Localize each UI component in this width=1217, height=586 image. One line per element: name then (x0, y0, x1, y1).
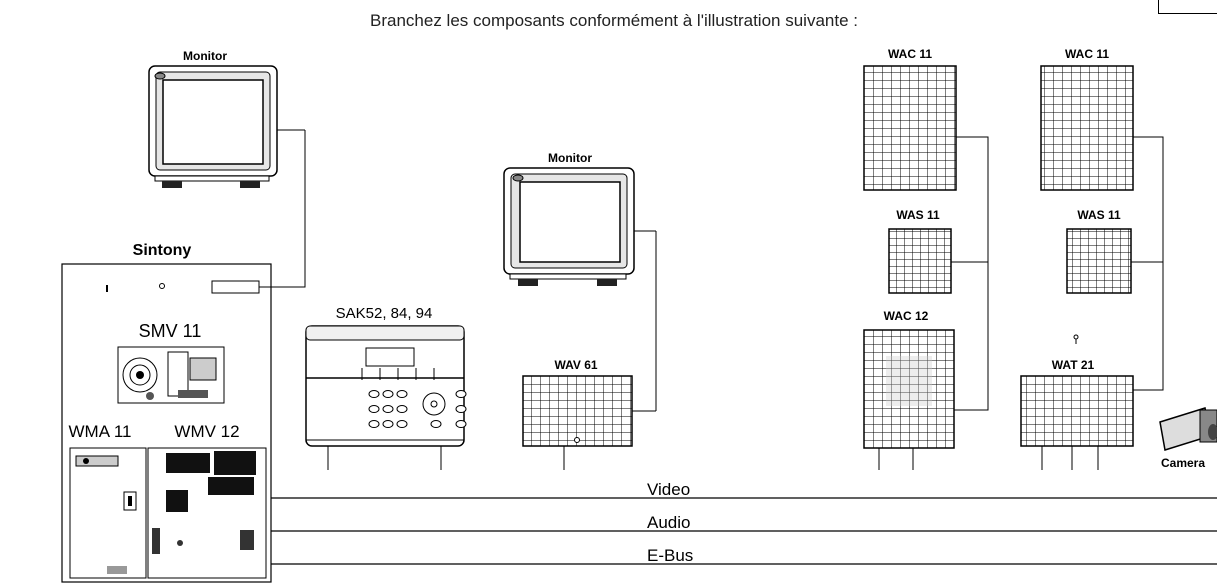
wmv-label: WMV 12 (174, 422, 239, 441)
bus-lines (271, 497, 1217, 565)
instruction-text: Branchez les composants conformément à l… (370, 11, 858, 30)
monitor-1-label: Monitor (183, 49, 227, 63)
monitor-2-label: Monitor (548, 151, 592, 165)
wac11-a-panel (863, 65, 957, 191)
sintony-label: Sintony (133, 242, 192, 259)
sak-label: SAK52, 84, 94 (336, 305, 433, 322)
camera-device (1159, 407, 1217, 451)
wat21-label: WAT 21 (1052, 358, 1095, 372)
bus-video-label: Video (647, 480, 690, 499)
drop-wires (327, 446, 1099, 470)
bus-audio-label: Audio (647, 513, 690, 532)
wat21-panel (1020, 334, 1134, 447)
camera-label: Camera (1161, 456, 1205, 470)
sintony-cabinet (61, 263, 272, 583)
was11-b-label: WAS 11 (1077, 208, 1121, 222)
corner-frame (1158, 0, 1217, 14)
was11-b-panel (1066, 228, 1132, 294)
wac11-b-label: WAC 11 (1065, 47, 1109, 61)
wac12-panel (863, 329, 955, 449)
wac11-b-panel (1040, 65, 1134, 191)
wma-label: WMA 11 (69, 422, 132, 441)
monitor-1 (148, 65, 305, 188)
wac11-a-label: WAC 11 (888, 47, 932, 61)
right-column-wiring (1131, 136, 1164, 391)
left-column-wiring (951, 136, 989, 411)
wav61-panel (522, 230, 657, 447)
wac12-label: WAC 12 (884, 309, 929, 323)
monitor-2 (503, 167, 635, 286)
was11-a-panel (888, 228, 952, 294)
wav-label: WAV 61 (554, 358, 597, 372)
smv-label: SMV 11 (139, 321, 202, 341)
bus-ebus-label: E-Bus (647, 546, 693, 565)
sak-unit (305, 325, 467, 447)
was11-a-label: WAS 11 (896, 208, 940, 222)
